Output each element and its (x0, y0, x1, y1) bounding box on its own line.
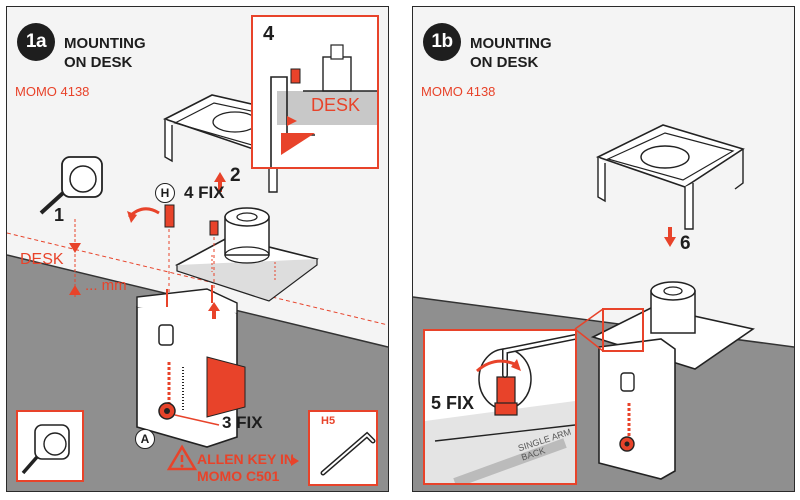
measure-label: ... mm (85, 277, 127, 294)
tape-measure-icon (39, 156, 103, 215)
arrow-up-icon (208, 302, 220, 319)
inset-step-number: 4 (263, 23, 275, 45)
bolt-h (164, 204, 175, 228)
inset-step-4-drawing (270, 44, 377, 167)
part-a-marker: A (135, 429, 155, 449)
arrow-up-icon (69, 285, 81, 295)
tape-measure-icon (21, 424, 70, 475)
leader-line (174, 414, 220, 426)
part-h-marker: H (155, 183, 175, 203)
desk-label: DESK (20, 251, 64, 268)
step-badge: 1b (423, 23, 461, 61)
arrow-right-icon (291, 456, 299, 466)
panel-mounting-1b: 1b MOUNTING ON DESK MOMO 4138 6 5 FIX SI… (412, 6, 795, 492)
panel-mounting-1a: 1a MOUNTING ON DESK MOMO 4138 1 DESK ...… (6, 6, 389, 492)
tool-size-label: H5 (321, 415, 336, 427)
desk-top-line (7, 232, 388, 326)
step-6-label: 6 (680, 233, 691, 254)
inset-step-4: 4 DESK (251, 15, 379, 169)
title: MOUNTING ON DESK (470, 34, 552, 72)
step-5-label: 5 FIX (431, 393, 475, 413)
warning-text: ALLEN KEY IN MOMO C501 (197, 451, 294, 485)
step-1-label: 1 (54, 205, 65, 225)
step-4-label: 4 FIX (184, 183, 225, 202)
warning-line-2: MOMO C501 (197, 468, 280, 484)
desk-clamp (136, 285, 246, 448)
rotate-arrow-icon (476, 359, 518, 373)
support-frame (595, 124, 745, 230)
title-line-2: ON DESK (470, 54, 539, 71)
inset-step-5-drawing (425, 334, 575, 483)
panel-a-illustration (7, 94, 388, 491)
step-2-label: 2 (230, 165, 241, 186)
desk-clamp (598, 338, 676, 480)
base-plate (174, 207, 319, 302)
arrow-up-icon (214, 172, 226, 192)
title-line-1: MOUNTING (64, 35, 146, 52)
title: MOUNTING ON DESK (64, 34, 146, 72)
warning-line-1: ALLEN KEY IN (197, 451, 294, 467)
step-badge: 1a (17, 23, 55, 61)
step-3-label: 3 FIX (222, 413, 263, 432)
title-line-2: ON DESK (64, 54, 133, 71)
inset-allen-key (308, 410, 378, 486)
warning-icon (166, 444, 198, 471)
arrow-down-icon (69, 243, 81, 253)
bolt-secondary (209, 220, 219, 236)
model-label: MOMO 4138 (421, 84, 496, 99)
model-label: MOMO 4138 (15, 84, 90, 99)
highlight-box (602, 308, 644, 352)
title-line-1: MOUNTING (470, 35, 552, 52)
arrow-down-icon (664, 227, 676, 247)
inset-desk-label: DESK (311, 95, 361, 115)
inset-step-5: 5 FIX SINGLE ARM BACK (423, 329, 577, 485)
